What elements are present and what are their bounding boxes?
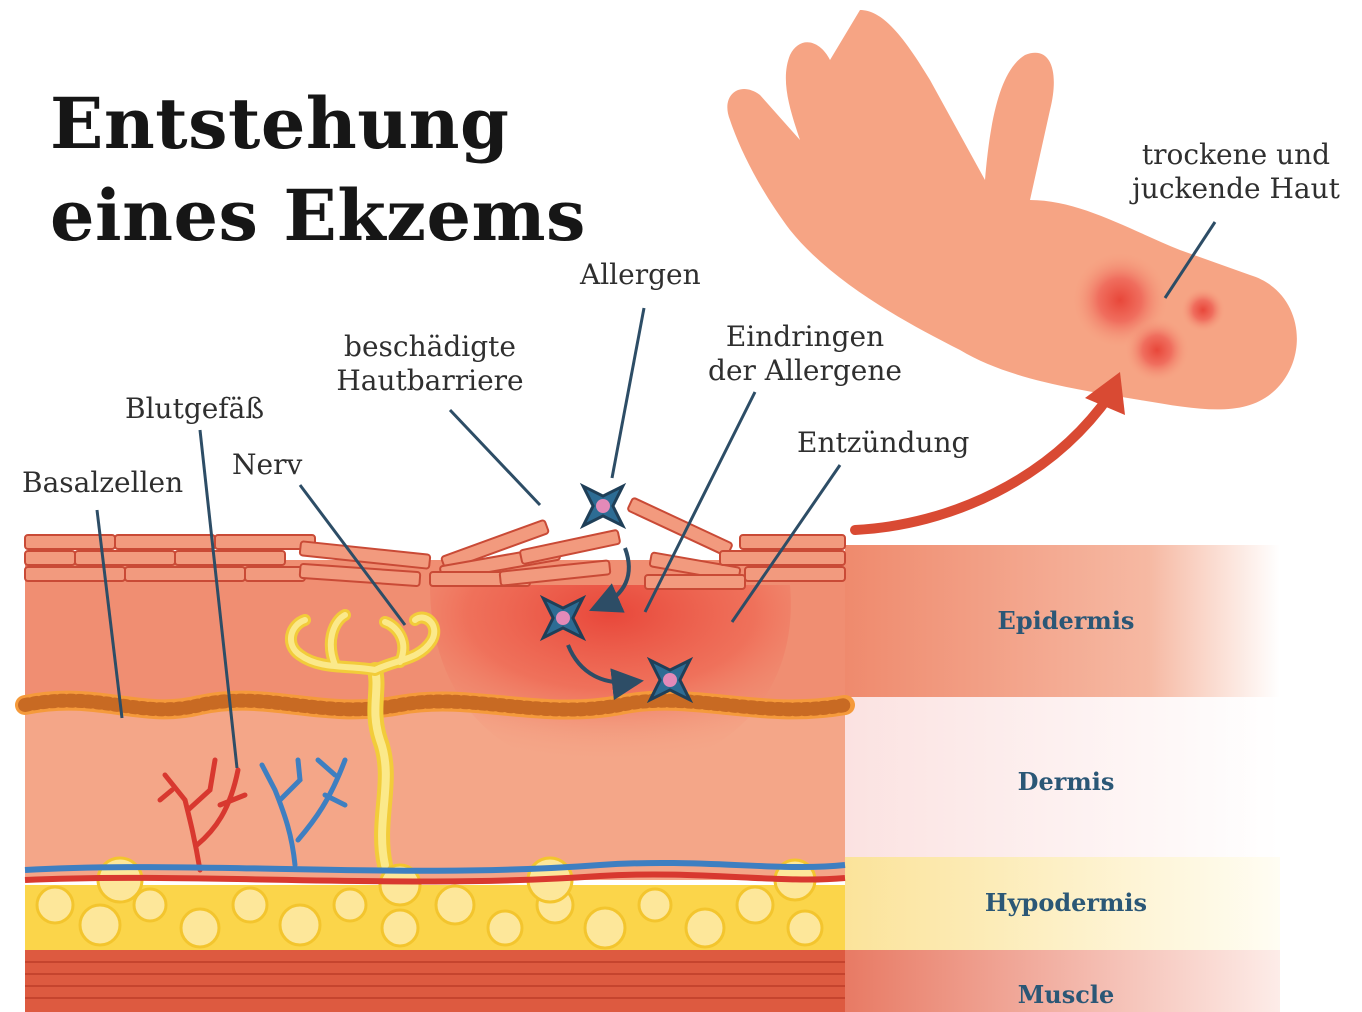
title-line-2: eines Ekzems <box>50 170 586 262</box>
skin-barrier-cells-right <box>627 497 845 589</box>
label-damaged-barrier: beschädigte Hautbarriere <box>330 330 530 398</box>
label-allergen-penetration: Eindringen der Allergene <box>700 320 910 388</box>
label-penetration-line1: Eindringen <box>700 320 910 354</box>
title-line-1: Entstehung <box>50 78 586 170</box>
label-inflammation: Entzündung <box>797 426 969 460</box>
layer-label-epidermis: Epidermis <box>946 606 1186 635</box>
label-dry-itchy-line2: juckende Haut <box>1125 172 1347 206</box>
label-penetration-line2: der Allergene <box>700 354 910 388</box>
label-basal-cells: Basalzellen <box>22 466 183 500</box>
layer-label-hypodermis: Hypodermis <box>946 888 1186 917</box>
label-blood-vessel: Blutgefäß <box>125 392 264 426</box>
label-damaged-barrier-line1: beschädigte <box>330 330 530 364</box>
diagram-title: Entstehung eines Ekzems <box>50 78 586 262</box>
muscle-layer <box>25 950 845 1012</box>
skin-barrier-cells-left <box>25 520 620 587</box>
label-nerve: Nerv <box>232 448 302 482</box>
layer-label-dermis: Dermis <box>946 767 1186 796</box>
label-dry-itchy-skin: trockene und juckende Haut <box>1125 138 1347 206</box>
layer-label-muscle: Muscle <box>946 980 1186 1009</box>
label-damaged-barrier-line2: Hautbarriere <box>330 364 530 398</box>
label-dry-itchy-line1: trockene und <box>1125 138 1347 172</box>
link-arrow <box>855 395 1110 530</box>
skin-cross-section <box>25 497 845 1012</box>
label-allergen: Allergen <box>580 258 701 292</box>
